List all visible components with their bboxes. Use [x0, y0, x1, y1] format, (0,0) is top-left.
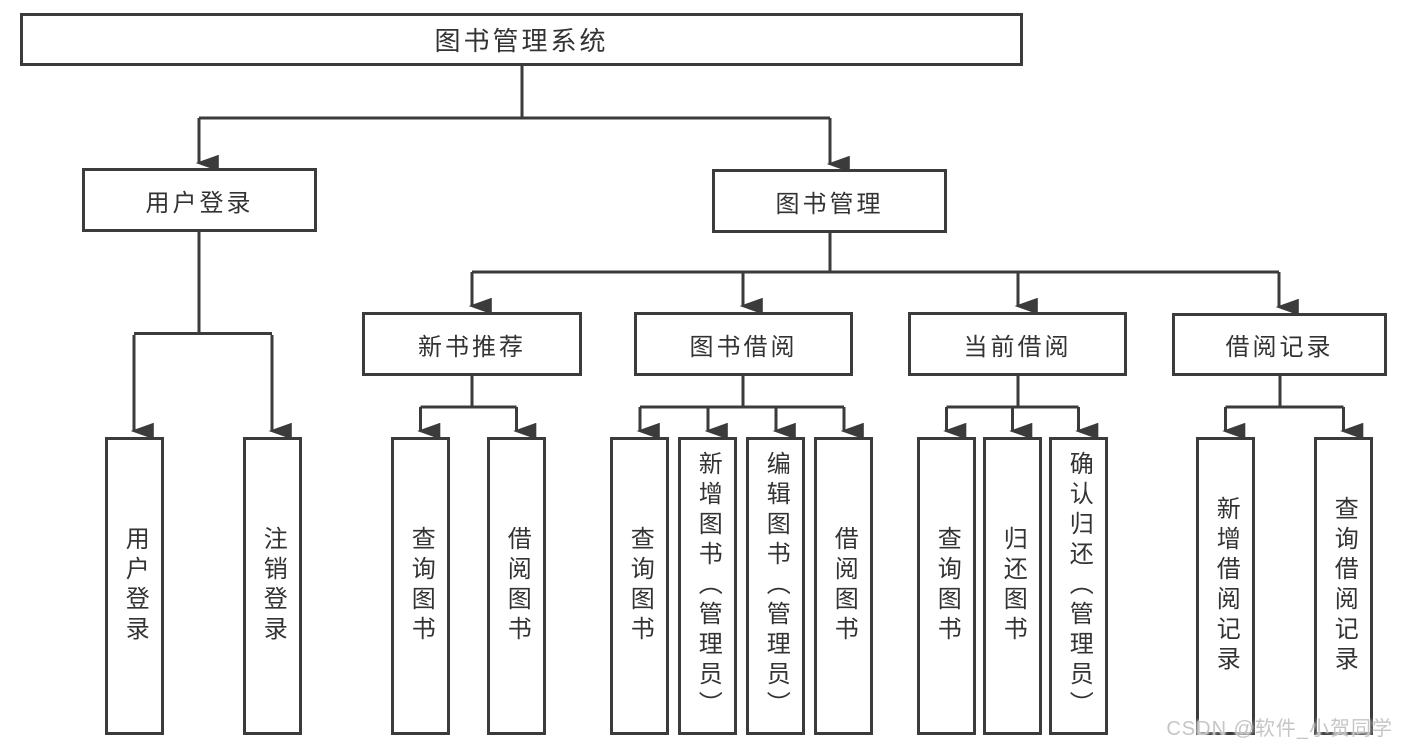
node-leaf-current-return-label: 归还图书 — [999, 526, 1027, 646]
node-leaf-logout: 注销登录 — [243, 437, 302, 735]
node-book-borrow-label: 图书借阅 — [689, 333, 798, 361]
node-leaf-current-confirm-return: 确认归还（管理员） — [1049, 437, 1108, 735]
node-user-login-label: 用户登录 — [145, 189, 254, 217]
node-root-label: 图书管理系统 — [434, 26, 609, 56]
node-root: 图书管理系统 — [20, 13, 1023, 66]
node-leaf-current-query: 查询图书 — [917, 437, 976, 735]
node-leaf-current-return: 归还图书 — [983, 437, 1042, 735]
node-leaf-newbooks-query-label: 查询图书 — [407, 526, 435, 646]
node-current-borrow: 当前借阅 — [908, 312, 1127, 376]
node-leaf-records-add: 新增借阅记录 — [1196, 437, 1255, 735]
node-leaf-borrow-borrow: 借阅图书 — [814, 437, 873, 735]
node-book-borrow: 图书借阅 — [634, 312, 853, 376]
node-book-management-label: 图书管理 — [775, 190, 884, 218]
node-borrow-records: 借阅记录 — [1172, 313, 1387, 376]
node-leaf-current-confirm-return-label: 确认归还（管理员） — [1065, 451, 1093, 721]
node-leaf-records-query: 查询借阅记录 — [1314, 437, 1373, 735]
node-leaf-logout-label: 注销登录 — [259, 526, 287, 646]
node-current-borrow-label: 当前借阅 — [963, 333, 1072, 361]
node-leaf-borrow-edit: 编辑图书（管理员） — [746, 437, 805, 735]
node-leaf-borrow-edit-label: 编辑图书（管理员） — [762, 451, 790, 721]
node-leaf-user-login: 用户登录 — [105, 437, 164, 735]
node-user-login: 用户登录 — [82, 168, 317, 232]
node-leaf-borrow-borrow-label: 借阅图书 — [830, 526, 858, 646]
node-leaf-newbooks-query: 查询图书 — [391, 437, 450, 735]
node-borrow-records-label: 借阅记录 — [1225, 334, 1334, 361]
node-leaf-borrow-query-label: 查询图书 — [626, 526, 654, 646]
node-new-book-recommend-label: 新书推荐 — [418, 333, 526, 361]
node-book-management: 图书管理 — [712, 169, 947, 233]
csdn-watermark: CSDN @软件_小贺同学 — [1166, 718, 1393, 740]
node-leaf-borrow-add-label: 新增图书（管理员） — [694, 451, 722, 721]
node-leaf-user-login-label: 用户登录 — [121, 526, 149, 646]
node-leaf-borrow-add: 新增图书（管理员） — [678, 437, 737, 735]
node-leaf-records-query-label: 查询借阅记录 — [1330, 496, 1358, 676]
node-leaf-borrow-query: 查询图书 — [610, 437, 669, 735]
node-leaf-records-add-label: 新增借阅记录 — [1212, 496, 1240, 676]
node-leaf-newbooks-borrow: 借阅图书 — [487, 437, 546, 735]
node-leaf-current-query-label: 查询图书 — [933, 526, 961, 646]
node-leaf-newbooks-borrow-label: 借阅图书 — [503, 526, 531, 646]
node-new-book-recommend: 新书推荐 — [362, 312, 582, 376]
